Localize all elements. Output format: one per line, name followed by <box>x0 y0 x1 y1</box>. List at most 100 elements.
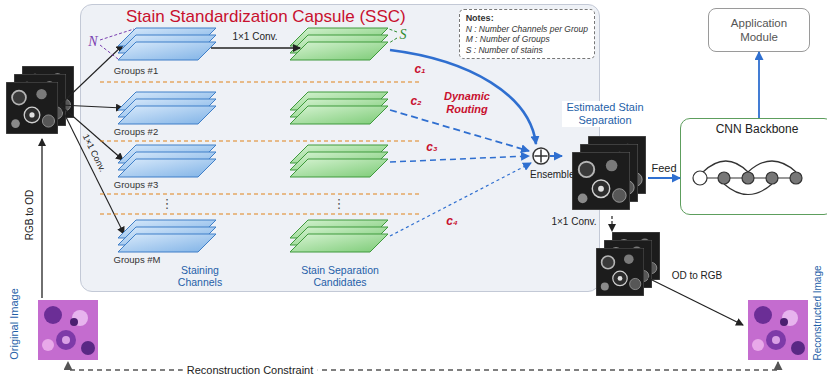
backbone-box: CNN Backbone <box>680 118 827 215</box>
plus-sign <box>535 150 548 163</box>
candidate-stacks <box>290 28 388 252</box>
od-image <box>22 66 74 118</box>
label-holder: Dynamic Routing <box>438 90 496 116</box>
label-holder: N <box>88 34 97 50</box>
diagram-label: ⋮ <box>333 197 346 211</box>
circle-outline <box>533 148 549 164</box>
diagram-label: Staining Channels <box>169 264 231 288</box>
od-to-rgb-arrow <box>648 278 743 325</box>
channel-stack <box>118 145 216 177</box>
channel-stack <box>118 28 216 60</box>
input-od-stack <box>6 66 74 134</box>
diagram-label: Groups #M <box>114 255 161 266</box>
group-separator <box>100 193 420 194</box>
chain-link <box>707 177 790 178</box>
label-holder: Groups #2 <box>114 127 158 138</box>
od-image <box>6 82 58 134</box>
box-label: CNN Backbone <box>681 122 827 137</box>
caption-holder: Original Image <box>8 288 20 360</box>
diagram-label: RGB to OD <box>24 190 36 241</box>
skip-link <box>748 161 796 172</box>
edge-label-holder: Reconstruction Constraint <box>183 363 318 377</box>
diagram-label: Stain Separation Candidates <box>290 264 390 288</box>
routing-arrow <box>390 156 529 162</box>
label-holder: Stain Separation Candidates <box>290 264 390 288</box>
ensemble-node: Ensemble <box>532 147 550 165</box>
diagram-label: S <box>400 27 407 43</box>
layer-circle <box>790 172 802 184</box>
rgb-to-od-arrow <box>41 139 42 298</box>
diagram-label: Groups #2 <box>114 127 158 138</box>
image-caption: Reconstructed Image <box>812 265 823 360</box>
group-separator <box>100 81 420 82</box>
group-separators <box>100 82 420 214</box>
notes-line: M : Number of Groups <box>466 34 588 45</box>
caption-holder: Reconstructed Image <box>812 265 823 360</box>
connector <box>68 362 778 370</box>
label-holder: 1×1 Conv. <box>551 216 596 228</box>
box-label: Application Module <box>712 16 806 44</box>
routing-arrow <box>390 110 529 151</box>
reconstructed-od-stack <box>596 232 660 296</box>
diagram-label: c₄ <box>446 215 457 229</box>
layer-circle <box>742 172 754 184</box>
notes-box: Notes:N : Number Channels per GroupM : N… <box>459 9 595 59</box>
input-image: Original Image <box>6 286 102 362</box>
routing-arrow <box>390 50 536 144</box>
stack-heading: Estimated Stain Separation <box>562 101 648 127</box>
diagram-label: OD to RGB <box>672 270 723 282</box>
diagram-label: N <box>88 34 97 50</box>
channel-stack <box>118 92 216 124</box>
diagram-label: 1×1 Conv. <box>80 133 107 174</box>
leader-line <box>100 29 134 40</box>
edge-label: Reconstruction Constraint <box>183 363 318 377</box>
routing-arrow <box>390 163 531 236</box>
notes-heading: Notes: <box>466 13 588 24</box>
od-image <box>604 240 652 288</box>
diagram-label: Dynamic Routing <box>438 90 496 116</box>
edge-label-holder: Feed <box>651 161 676 175</box>
connector <box>758 52 760 118</box>
label-holder: 1×1 Conv. <box>80 133 107 174</box>
diagram-label: ⋮ <box>161 197 174 211</box>
skip-link <box>703 161 748 172</box>
candidate-stack <box>290 220 388 252</box>
leader-line <box>389 38 397 43</box>
diagram-label: c₂ <box>410 95 421 109</box>
he-image <box>38 300 98 360</box>
candidate-stack <box>290 145 388 177</box>
caption-holder: Ensemble <box>530 169 574 180</box>
application-box: Application Module <box>708 8 810 52</box>
n-leaders <box>100 29 134 59</box>
layer-circle <box>693 171 707 185</box>
diagram-label: c₁ <box>415 63 426 77</box>
image-caption: Original Image <box>8 288 20 360</box>
fan-arrow <box>60 105 124 234</box>
label-holder: c₂ <box>410 95 421 109</box>
label-holder: Groups #M <box>114 255 161 266</box>
od-image <box>612 232 660 280</box>
label-holder: c₁ <box>415 63 426 77</box>
od-image <box>14 74 66 126</box>
layer-circle <box>766 172 778 184</box>
s-leaders <box>389 29 397 43</box>
panel-title: Stain Standardization Capsule (SSC) <box>126 6 406 27</box>
staining-channel-stacks <box>118 28 216 252</box>
fan-arrow <box>60 45 123 105</box>
notes-line: S : Number of stains <box>466 45 588 56</box>
diagram-label: 1×1 Conv. <box>551 216 596 228</box>
leader-line <box>100 45 118 59</box>
title-holder: Stain Standardization Capsule (SSC) <box>126 6 406 27</box>
stain-stack <box>562 136 648 214</box>
channel-stack <box>118 220 216 252</box>
conv-arrow <box>611 216 612 231</box>
label-holder: Groups #3 <box>114 180 158 191</box>
he-image-layer <box>748 300 808 360</box>
candidate-stack <box>290 28 388 60</box>
label-holder: RGB to OD <box>24 190 36 241</box>
skip-link <box>724 184 772 195</box>
